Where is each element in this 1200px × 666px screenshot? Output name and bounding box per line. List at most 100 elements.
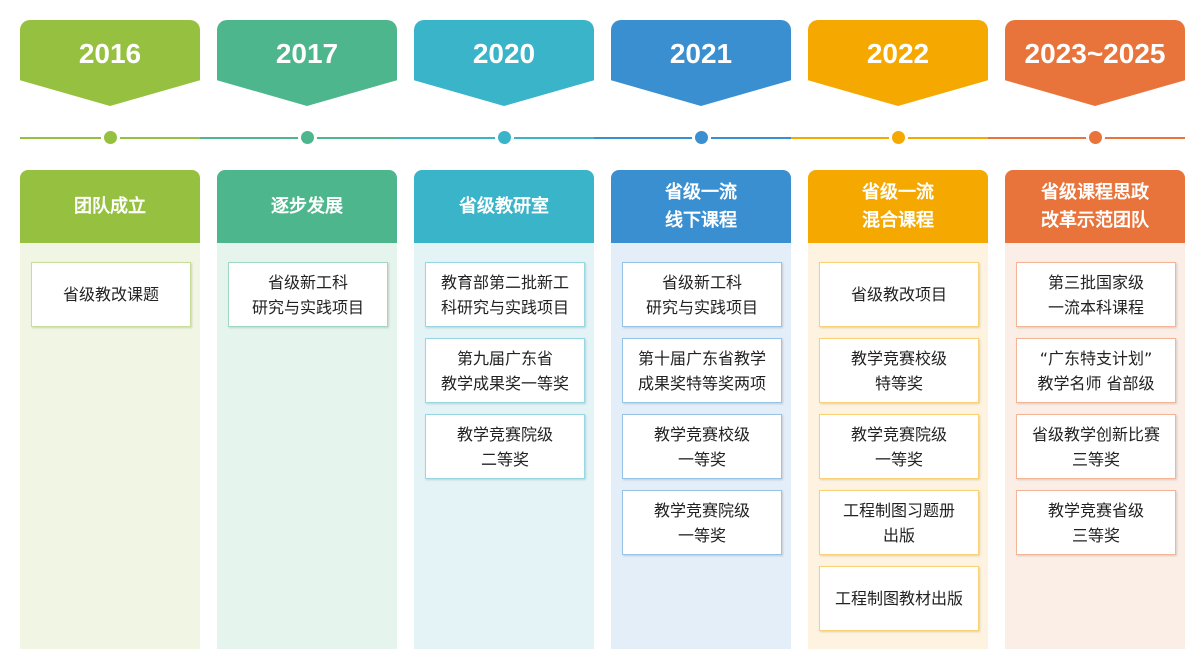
column-body: 省级新工科研究与实践项目 <box>217 243 397 649</box>
achievement-card: 教学竞赛院级一等奖 <box>622 490 782 555</box>
category-label: 省级一流 <box>665 181 737 203</box>
year-banner: 2022 <box>808 20 988 106</box>
timeline-line <box>397 137 594 139</box>
achievement-card: 省级教学创新比赛三等奖 <box>1016 414 1176 479</box>
card-text: 省级新工科 <box>661 272 742 292</box>
card-text: 科研究与实践项目 <box>440 297 569 317</box>
column-body: 省级教改课题 <box>20 243 200 649</box>
year-banner: 2023~2025 <box>1005 20 1185 106</box>
card-text: 一等奖 <box>677 449 726 469</box>
card-text: 一等奖 <box>677 525 726 545</box>
category-label: 省级一流 <box>862 181 934 203</box>
achievement-card: 教学竞赛省级三等奖 <box>1016 490 1176 555</box>
category-header: 省级课程思政改革示范团队 <box>1005 170 1185 243</box>
card-text: 教学成果奖一等奖 <box>440 373 569 393</box>
year-banner: 2016 <box>20 20 200 106</box>
year-label: 2020 <box>472 38 536 69</box>
timeline-dot <box>104 131 117 144</box>
card-text: “广东特支计划” <box>1039 348 1153 368</box>
card-text: 第三批国家级 <box>1047 272 1144 292</box>
card-text: 研究与实践项目 <box>251 297 364 317</box>
year-column: 2016 省级教改课题团队成立 <box>20 0 200 666</box>
category-label: 省级课程思政 <box>1041 181 1149 203</box>
card-text: 工程制图习题册 <box>842 500 955 520</box>
timeline-dot <box>892 131 905 144</box>
card-text: 成果奖特等奖两项 <box>637 373 766 393</box>
year-banner: 2020 <box>414 20 594 106</box>
column-body: 省级新工科研究与实践项目第十届广东省教学成果奖特等奖两项教学竞赛校级一等奖教学竞… <box>611 243 791 649</box>
card-text: 研究与实践项目 <box>645 297 758 317</box>
category-label: 改革示范团队 <box>1041 209 1149 231</box>
achievement-card: 工程制图习题册出版 <box>819 490 979 555</box>
year-label: 2021 <box>669 38 733 69</box>
achievement-card: 教学竞赛院级二等奖 <box>425 414 585 479</box>
category-header: 逐步发展 <box>217 170 397 243</box>
card-text: 三等奖 <box>1071 449 1120 469</box>
card-text: 省级教学创新比赛 <box>1031 424 1160 444</box>
achievement-card: 第十届广东省教学成果奖特等奖两项 <box>622 338 782 403</box>
card-text: 教学竞赛省级 <box>1047 500 1144 520</box>
category-label: 混合课程 <box>862 209 934 231</box>
card-text: 省级教改课题 <box>62 285 159 304</box>
card-text: 省级教改项目 <box>850 285 947 304</box>
card-text: 教学竞赛校级 <box>850 348 947 368</box>
category-header: 省级一流线下课程 <box>611 170 791 243</box>
category-label: 逐步发展 <box>271 195 343 217</box>
achievement-card: 省级教改项目 <box>819 262 979 327</box>
card-text: 教学竞赛院级 <box>850 424 947 444</box>
category-header: 省级一流混合课程 <box>808 170 988 243</box>
achievement-card: 教育部第二批新工科研究与实践项目 <box>425 262 585 327</box>
card-text: 第九届广东省 <box>456 348 553 368</box>
timeline-line <box>791 137 988 139</box>
timeline-dot <box>301 131 314 144</box>
achievement-card: 省级教改课题 <box>31 262 191 327</box>
category-header: 省级教研室 <box>414 170 594 243</box>
achievement-card: 教学竞赛校级一等奖 <box>622 414 782 479</box>
column-body: 省级教改项目教学竞赛校级特等奖教学竞赛院级一等奖工程制图习题册出版工程制图教材出… <box>808 243 988 649</box>
year-banner: 2021 <box>611 20 791 106</box>
timeline-line <box>200 137 397 139</box>
year-label: 2023~2025 <box>1024 38 1166 69</box>
timeline-line <box>594 137 791 139</box>
category-label: 省级教研室 <box>459 195 549 217</box>
achievement-card: 工程制图教材出版 <box>819 566 979 631</box>
timeline-dot <box>1089 131 1102 144</box>
card-text: 三等奖 <box>1071 525 1120 545</box>
achievement-card: 第三批国家级一流本科课程 <box>1016 262 1176 327</box>
card-text: 第十届广东省教学 <box>637 348 766 368</box>
year-banner: 2017 <box>217 20 397 106</box>
achievement-card: 第九届广东省教学成果奖一等奖 <box>425 338 585 403</box>
card-text: 教学竞赛院级 <box>456 424 553 444</box>
card-text: 一等奖 <box>874 449 923 469</box>
card-text: 一流本科课程 <box>1047 297 1144 317</box>
card-text: 二等奖 <box>480 449 529 469</box>
card-text: 教学名师 省部级 <box>1037 373 1155 393</box>
card-text: 工程制图教材出版 <box>834 589 963 608</box>
achievement-card: “广东特支计划” 教学名师 省部级 <box>1016 338 1176 403</box>
card-text: 教学竞赛校级 <box>653 424 750 444</box>
timeline-dot <box>695 131 708 144</box>
card-text: 教学竞赛院级 <box>653 500 750 520</box>
timeline-line <box>988 137 1185 139</box>
timeline-dot <box>498 131 511 144</box>
card-text: 省级新工科 <box>267 272 348 292</box>
category-header: 团队成立 <box>20 170 200 243</box>
card-text: 出版 <box>882 525 915 545</box>
year-label: 2022 <box>866 38 930 69</box>
column-body: 第三批国家级一流本科课程“广东特支计划”教学名师 省部级省级教学创新比赛三等奖教… <box>1005 243 1185 649</box>
achievement-card: 省级新工科研究与实践项目 <box>228 262 388 327</box>
year-label: 2016 <box>78 38 142 69</box>
card-text: 特等奖 <box>874 373 923 393</box>
achievement-card: 教学竞赛校级特等奖 <box>819 338 979 403</box>
achievement-card: 省级新工科研究与实践项目 <box>622 262 782 327</box>
category-label: 线下课程 <box>665 209 737 231</box>
year-label: 2017 <box>275 38 339 69</box>
achievement-card: 教学竞赛院级一等奖 <box>819 414 979 479</box>
column-body: 教育部第二批新工科研究与实践项目第九届广东省教学成果奖一等奖教学竞赛院级二等奖 <box>414 243 594 649</box>
category-label: 团队成立 <box>74 195 146 217</box>
